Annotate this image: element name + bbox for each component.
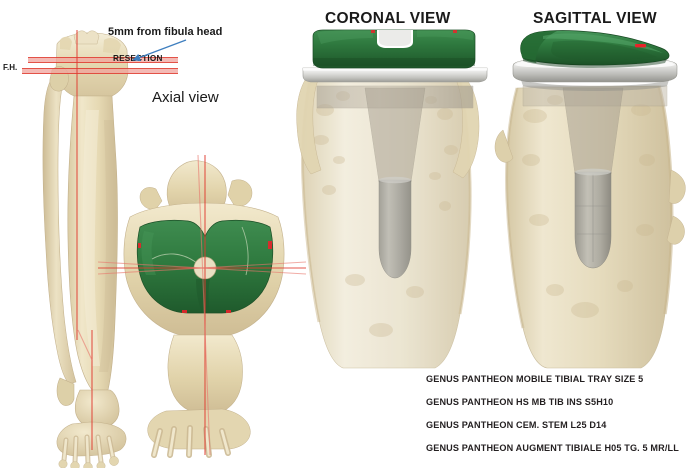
panel-coronal-view (295, 29, 495, 370)
sagittal-view-title: SAGITTAL VIEW (533, 10, 657, 27)
implant-spec-list: GENUS PANTHEON MOBILE TIBIAL TRAY SIZE 5… (426, 374, 694, 453)
fibula (42, 77, 77, 385)
panel-sagittal-view (494, 30, 695, 370)
tibial-stem-coronal (378, 179, 412, 279)
implant-spec-item: GENUS PANTHEON HS MB TIB INS S5H10 (426, 397, 614, 407)
tibial-insert-coronal (312, 29, 476, 69)
insert-marker (635, 44, 646, 48)
panel-tibia-alignment (0, 0, 300, 468)
implant-spec-item: GENUS PANTHEON CEM. STEM L25 D14 (426, 420, 607, 430)
implant-spec-item: GENUS PANTHEON AUGMENT TIBIALE H05 TG. 5… (426, 443, 679, 453)
axial-view-title: Axial view (152, 89, 219, 106)
fibular-head-label: F.H. (3, 63, 18, 72)
implant-spec-item: GENUS PANTHEON MOBILE TIBIAL TRAY SIZE 5 (426, 374, 644, 384)
coronal-view-title: CORONAL VIEW (325, 10, 451, 27)
panel-axial-view (97, 154, 307, 458)
resection-bands (22, 57, 178, 74)
foot-axial (147, 408, 251, 458)
tibial-baseplate-coronal (302, 67, 488, 83)
fibula-head-callout: 5mm from fibula head (108, 26, 223, 38)
callout-arrow (120, 38, 200, 66)
